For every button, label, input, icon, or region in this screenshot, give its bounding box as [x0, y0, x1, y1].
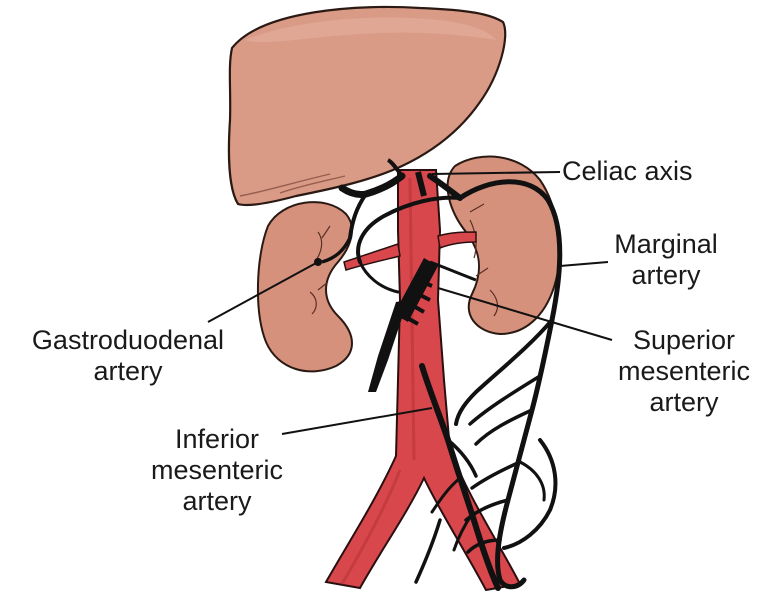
celiac-axis-label: Celiac axis: [562, 156, 693, 187]
gastroduodenal-artery-label-line1: Gastroduodenal: [6, 325, 250, 356]
superior-mesenteric-artery-label-line2: mesenteric: [606, 356, 762, 387]
marginal-artery-label-line1: Marginal: [604, 229, 728, 260]
marginal-artery-label-line2: artery: [604, 260, 728, 291]
inferior-mesenteric-artery-label-line1: Inferior: [126, 424, 308, 455]
inferior-mesenteric-artery-label: Inferior mesenteric artery: [126, 424, 308, 517]
marginal-artery-label: Marginal artery: [604, 229, 728, 291]
superior-mesenteric-artery-label: Superior mesenteric artery: [606, 325, 762, 418]
gastroduodenal-artery-label-line2: artery: [6, 356, 250, 387]
superior-mesenteric-artery-label-line3: artery: [606, 387, 762, 418]
gastroduodenal-artery-label: Gastroduodenal artery: [6, 325, 250, 387]
marginal-leader-line: [560, 262, 608, 266]
superior-mesenteric-artery-label-line1: Superior: [606, 325, 762, 356]
inferior-mesenteric-artery-label-line3: artery: [126, 486, 308, 517]
inferior-mesenteric-artery-label-line2: mesenteric: [126, 455, 308, 486]
celiac-axis-label-text: Celiac axis: [562, 156, 693, 187]
